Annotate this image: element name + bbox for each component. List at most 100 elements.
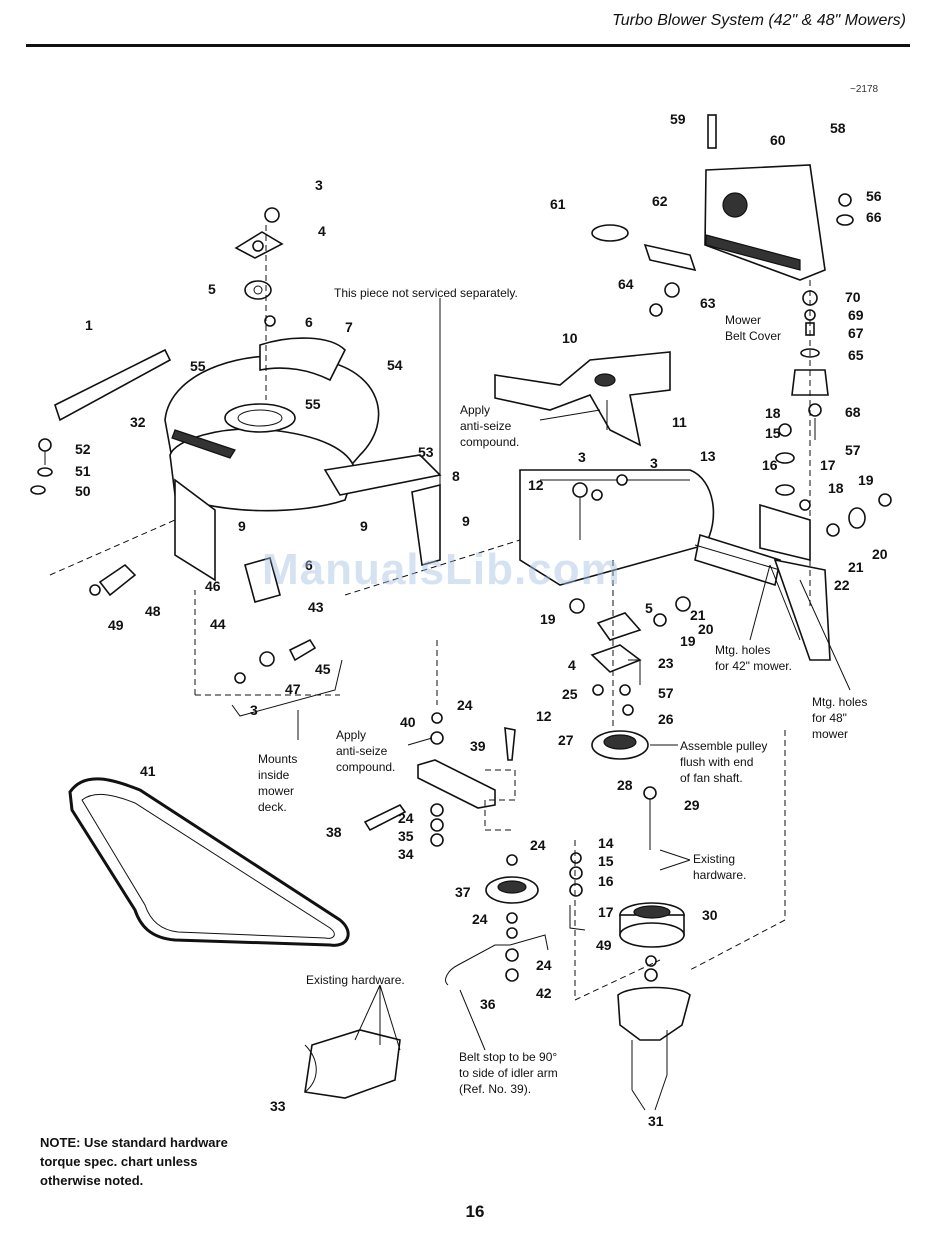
part-label-38: 38	[326, 824, 342, 840]
blower-tube	[519, 469, 781, 587]
part-label-6b: 6	[305, 557, 313, 573]
part-label-32: 32	[130, 414, 146, 430]
part-label-19a: 19	[540, 611, 556, 627]
part-label-22: 22	[834, 577, 850, 593]
part-label-58: 58	[830, 120, 846, 136]
part-label-26: 26	[658, 711, 674, 727]
annotation-belt-stop: Belt stop to be 90° to side of idler arm…	[459, 1050, 558, 1096]
part-label-5: 5	[208, 281, 216, 297]
part-label-25: 25	[562, 686, 578, 702]
watermark: ManualsLib.com	[262, 545, 621, 594]
bracket-8	[411, 483, 441, 567]
belt-cover-hardware	[591, 114, 854, 610]
belt-guard	[304, 1029, 401, 1099]
part-label-30: 30	[702, 907, 718, 923]
v-belt	[68, 777, 350, 947]
annotation-mower-belt-cover: Mower Belt Cover	[725, 313, 782, 343]
idler-pulley	[445, 854, 549, 986]
blower-housing	[164, 337, 442, 582]
part-label-19b: 19	[680, 633, 696, 649]
part-label-51: 51	[75, 463, 91, 479]
annotation-not-serviced: This piece not serviced separately.	[334, 286, 518, 300]
part-label-53: 53	[418, 444, 434, 460]
part-label-16b: 16	[598, 873, 614, 889]
part-label-3: 3	[315, 177, 323, 193]
top-hardware-stack	[234, 207, 284, 400]
part-label-15a: 15	[765, 425, 781, 441]
part-label-27: 27	[558, 732, 574, 748]
part-label-70: 70	[845, 289, 861, 305]
page-header-title: Turbo Blower System (42" & 48" Mowers)	[612, 12, 906, 29]
part-label-21b: 21	[848, 559, 864, 575]
nut-3-mid	[591, 489, 603, 501]
part-label-43: 43	[308, 599, 324, 615]
part-label-63: 63	[700, 295, 716, 311]
annotation-mtg-holes-42: Mtg. holes for 42" mower.	[715, 643, 792, 673]
part-label-7: 7	[345, 319, 353, 335]
part-label-29: 29	[684, 797, 700, 813]
part-label-19c: 19	[858, 472, 874, 488]
part-label-56: 56	[866, 188, 882, 204]
part-label-33: 33	[270, 1098, 286, 1114]
part-label-3c: 3	[578, 449, 586, 465]
part-label-20b: 20	[872, 546, 888, 562]
part-label-42: 42	[536, 985, 552, 1001]
part-label-61: 61	[550, 196, 566, 212]
part-labels: 3 4 5 6 7 1 55 54 55 32 52 51 50 53 8 9 …	[75, 111, 888, 1129]
part-label-9b: 9	[360, 518, 368, 534]
part-label-9c: 9	[462, 513, 470, 529]
part-label-23: 23	[658, 655, 674, 671]
part-label-28: 28	[617, 777, 633, 793]
part-label-12: 12	[528, 477, 544, 493]
leader-lines	[297, 298, 851, 1111]
part-label-3d: 3	[650, 455, 658, 471]
part-label-55b: 55	[305, 396, 321, 412]
annotation-mounts-inside: Mounts inside mower deck.	[258, 752, 298, 814]
part-label-49b: 49	[596, 937, 612, 953]
part-label-35: 35	[398, 828, 414, 844]
annotation-apply-antiseize-top: Apply anti-seize compound.	[460, 403, 520, 449]
part-label-66: 66	[866, 209, 882, 225]
part-label-5b: 5	[645, 600, 653, 616]
part-label-36: 36	[480, 996, 496, 1012]
part-label-64: 64	[618, 276, 634, 292]
blower-wheel	[494, 351, 671, 447]
part-label-62: 62	[652, 193, 668, 209]
part-label-54: 54	[387, 357, 403, 373]
part-label-46: 46	[205, 578, 221, 594]
part-label-44: 44	[210, 616, 226, 632]
drawing-reference-code: ~2178	[850, 84, 879, 95]
part-label-15b: 15	[598, 853, 614, 869]
pto-clutch-assembly	[569, 730, 786, 1090]
part-label-24e: 24	[536, 957, 552, 973]
chute-bracket	[759, 503, 811, 562]
part-label-16a: 16	[762, 457, 778, 473]
part-label-11: 11	[672, 414, 687, 430]
part-label-10: 10	[562, 330, 578, 346]
part-label-65: 65	[848, 347, 864, 363]
side-bracket	[244, 557, 281, 603]
left-bolt-stack	[30, 438, 137, 597]
annotation-apply-antiseize-mid: Apply anti-seize compound.	[336, 728, 396, 774]
part-label-47: 47	[285, 681, 301, 697]
part-label-59: 59	[670, 111, 686, 127]
part-label-31: 31	[648, 1113, 664, 1129]
annotation-assemble-pulley: Assemble pulley flush with end of fan sh…	[680, 739, 768, 785]
part-label-17b: 17	[598, 904, 614, 920]
mounting-strap	[54, 348, 172, 422]
part-label-41: 41	[140, 763, 156, 779]
part-label-69: 69	[848, 307, 864, 323]
part-label-20a: 20	[698, 621, 714, 637]
part-label-49a: 49	[108, 617, 124, 633]
part-label-13: 13	[700, 448, 716, 464]
annotation-existing-hardware-right: Existing hardware.	[693, 852, 747, 882]
part-label-45: 45	[315, 661, 331, 677]
part-label-24c: 24	[530, 837, 546, 853]
nut-3-right	[616, 474, 628, 486]
part-label-4: 4	[318, 223, 326, 239]
part-label-18a: 18	[765, 405, 781, 421]
part-label-9a: 9	[238, 518, 246, 534]
part-label-21a: 21	[690, 607, 706, 623]
